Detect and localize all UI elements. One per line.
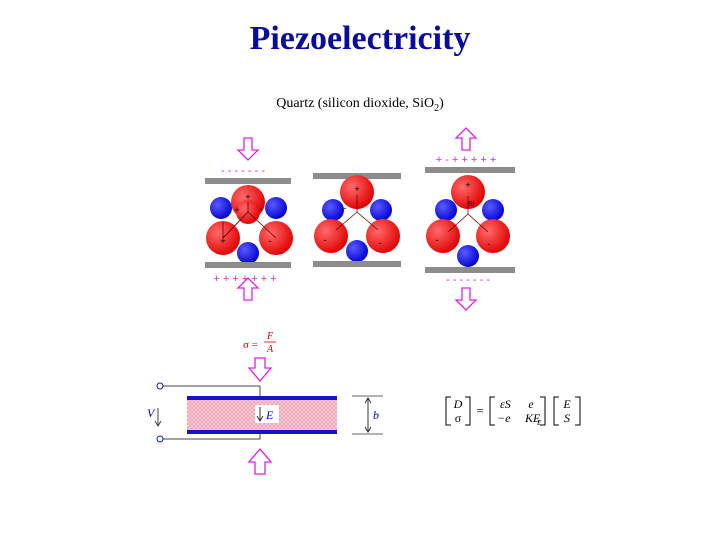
up-arrow-icon [454, 127, 478, 151]
top-electrode [425, 167, 515, 173]
dimension-arrow-icon [364, 397, 372, 433]
terminal-circle-icon [156, 435, 164, 443]
oxygen-atom [346, 240, 368, 262]
wire [162, 434, 261, 440]
lhs-sigma: σ [455, 411, 462, 425]
right-bracket [575, 396, 581, 426]
matrix-cell: −e [497, 411, 511, 425]
matrix-cell: εS [500, 397, 511, 411]
up-arrow-icon [247, 447, 273, 475]
force-symbol: F [266, 331, 274, 342]
atom-sign: - [260, 204, 263, 214]
left-bracket [445, 396, 451, 426]
bottom-electrode [313, 261, 401, 267]
subtitle-text: Quartz (silicon dioxide, SiO [276, 96, 435, 111]
subtitle: Quartz (silicon dioxide, SiO2) [0, 96, 720, 114]
atom-sign: + [354, 184, 359, 194]
left-bracket [489, 396, 495, 426]
sigma-equals: σ = [243, 339, 258, 351]
silicon-atom [340, 175, 374, 209]
oxygen-atom [435, 199, 457, 221]
matrix-equation: D σ = εS e −e KE E E S [445, 396, 581, 427]
down-arrow-icon [236, 137, 260, 161]
voltage-arrow-icon [154, 408, 162, 427]
atom-sign: + [245, 192, 250, 202]
bond-line [467, 213, 489, 233]
bond-line [335, 211, 358, 231]
field-label: E [265, 408, 274, 422]
bond-line [222, 211, 249, 239]
rhs-s: S [564, 411, 570, 425]
panel-compressed: - - - - - - - + + - + - + + + + + + + [205, 137, 293, 301]
atom-sign: - [436, 235, 439, 245]
bottom-electrode [205, 262, 291, 268]
down-arrow-icon [454, 287, 478, 311]
equals-sign: = [476, 403, 483, 418]
bottom-charges: + + + + + + + [213, 273, 276, 285]
atom-sign: - [488, 239, 491, 249]
matrix-cell: e [528, 397, 534, 411]
silicon-atom [426, 219, 460, 253]
atom-sign: Si [468, 201, 475, 208]
panel-tension: + - + + + + + + Si - - - - - - - - - [425, 127, 515, 311]
subtitle-suffix: ) [439, 96, 444, 111]
oxygen-atom [370, 199, 392, 221]
bottom-plate [187, 430, 337, 434]
bond-line [247, 211, 277, 239]
lhs-d: D [453, 397, 463, 411]
right-bracket [540, 396, 546, 426]
thickness-label: b [373, 408, 379, 422]
oxygen-atom [210, 197, 232, 219]
voltage-label: V [147, 406, 156, 420]
oxygen-atom [237, 242, 259, 264]
oxygen-atom [457, 245, 479, 267]
up-arrow-icon [236, 277, 260, 301]
subtitle-subscript: 2 [434, 102, 440, 114]
top-electrode [205, 178, 291, 184]
top-charges: - - - - - - - [221, 165, 265, 177]
top-charges: + - + + + + + [436, 154, 497, 166]
oxygen-atom [265, 197, 287, 219]
rhs-e: E [562, 397, 571, 411]
terminal-circle-icon [156, 382, 164, 390]
atom-sign: + [234, 205, 239, 215]
atom-sign: - [324, 235, 327, 245]
matrix-cell: KE [524, 411, 541, 425]
bond-line [447, 213, 469, 233]
slide-title: Piezoelectricity [249, 20, 471, 57]
down-arrow-icon [247, 357, 273, 383]
bottom-charges: - - - - - - - [446, 274, 490, 286]
silicon-atom [476, 219, 510, 253]
stress-formula: σ = F A [243, 331, 276, 355]
crystal-circuit: V E b [147, 357, 383, 475]
atom-sign: - [269, 236, 272, 246]
top-plate [187, 396, 337, 400]
oxygen-atom [322, 199, 344, 221]
bottom-electrode [425, 267, 515, 273]
silicon-atom [451, 175, 485, 209]
left-bracket [553, 396, 559, 426]
atom-sign: - [379, 238, 382, 248]
atom-sign: + [465, 180, 470, 190]
panel-neutral: + - - - [313, 173, 401, 267]
atom-sign: - [344, 203, 347, 213]
field-arrow-icon [256, 407, 264, 422]
bond-line [356, 211, 379, 231]
area-symbol: A [266, 344, 274, 355]
oxygen-atom [482, 199, 504, 221]
right-bracket [465, 396, 471, 426]
atom-sign: + [220, 236, 225, 246]
matrix-subscript: E [536, 419, 542, 427]
